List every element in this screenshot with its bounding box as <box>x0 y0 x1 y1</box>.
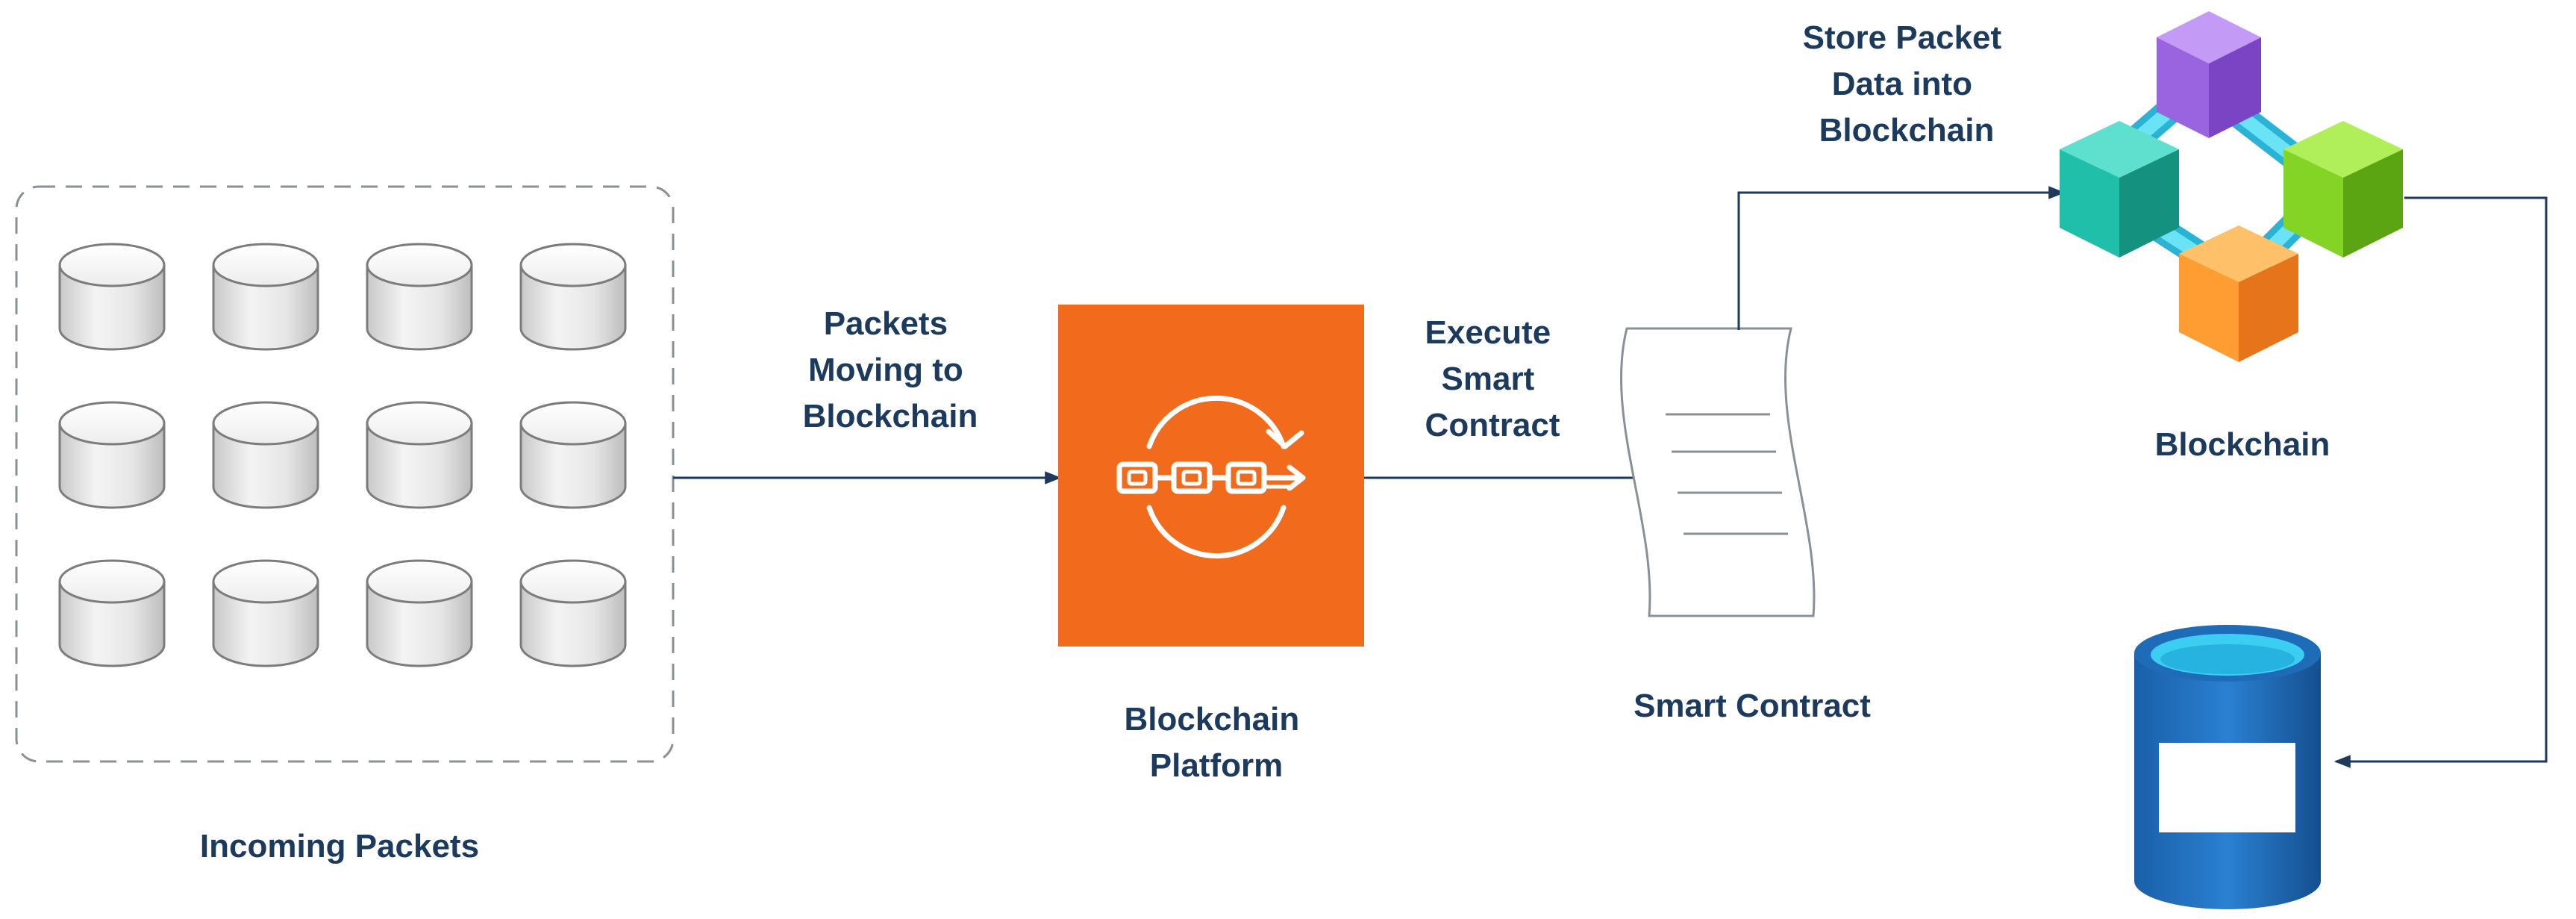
smart-contract-label: Smart Contract <box>1634 688 1871 724</box>
orange-cube <box>2179 225 2298 362</box>
blockchain-platform-icon <box>1116 395 1306 559</box>
packet-cylinder-icon <box>58 559 166 667</box>
incoming-packets-label: Incoming Packets <box>200 828 479 865</box>
blockchain-label: Blockchain <box>2155 426 2330 463</box>
packet-cylinder-icon <box>366 559 473 667</box>
packet-cylinder-icon <box>519 243 627 351</box>
purple-cube <box>2157 11 2261 138</box>
database-icon <box>2134 625 2321 909</box>
packet-cylinder-icon <box>519 559 627 667</box>
packet-cylinder-icon <box>212 559 319 667</box>
packet-cylinder-icon <box>58 243 166 351</box>
blockchain-cubes-icon <box>2060 11 2403 362</box>
store-packet-label: Store Packet Data into Blockchain <box>1803 19 2011 149</box>
packet-grid <box>58 243 627 667</box>
execute-smart-contract-label: Execute Smart Contract <box>1425 314 1560 443</box>
packet-cylinder-icon <box>366 243 473 351</box>
blockchain-platform-label: Blockchain Platform <box>1125 701 1309 784</box>
blockchain-platform-box <box>1058 305 1364 647</box>
contract-to-blockchain-arrow <box>1737 186 2066 330</box>
packet-cylinder-icon <box>58 401 166 509</box>
packet-group-border <box>15 185 675 763</box>
green-cube <box>2283 121 2403 258</box>
packet-cylinder-icon <box>519 401 627 509</box>
packet-cylinder-icon <box>212 401 319 509</box>
blockchain-to-storage-arrow <box>2333 196 2548 768</box>
packet-cylinder-icon <box>212 243 319 351</box>
database-label-panel <box>2159 743 2295 832</box>
teal-cube <box>2060 121 2179 258</box>
packets-moving-label: Packets Moving to Blockchain <box>803 305 978 434</box>
packet-cylinder-icon <box>366 401 473 509</box>
document-scroll-icon <box>1619 327 1816 617</box>
incoming-packets-group <box>15 185 675 763</box>
